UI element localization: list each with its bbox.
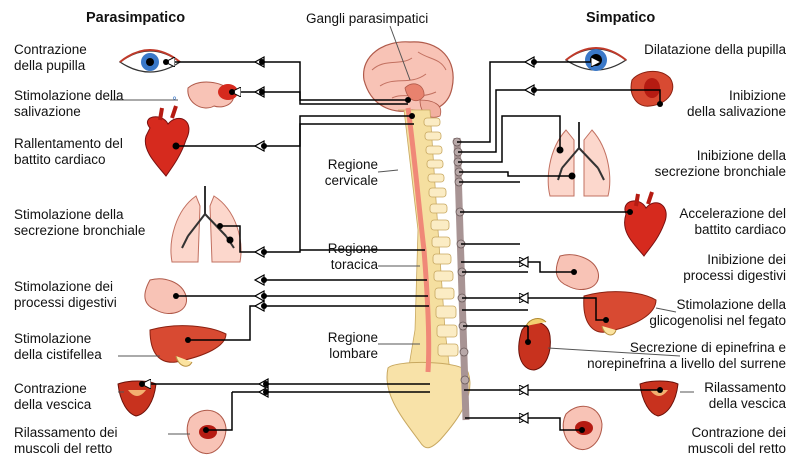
sympathetic-pathways bbox=[457, 62, 661, 431]
parasympathetic-nerve-dots bbox=[139, 59, 415, 433]
svg-text:°: ° bbox=[172, 96, 177, 107]
sympathetic-nerve-dots bbox=[525, 59, 663, 433]
left-stomach-illustration bbox=[144, 278, 187, 314]
left-bladder-illustration bbox=[117, 380, 157, 417]
sympathetic-ganglia bbox=[517, 55, 535, 425]
left-lungs-illustration bbox=[170, 186, 242, 263]
right-adrenal-kidney-illustration bbox=[518, 318, 551, 371]
right-heart-illustration bbox=[624, 191, 667, 257]
brain bbox=[363, 41, 454, 118]
parasympathetic-heading: Parasimpatico bbox=[86, 10, 186, 26]
parasympathetic-ganglia bbox=[253, 55, 269, 399]
left-heart-illustration bbox=[144, 105, 190, 177]
left-salivary-gland-illustration: ° bbox=[172, 81, 238, 109]
right-salivary-gland-illustration bbox=[630, 71, 674, 107]
parasympathetic-pathways bbox=[142, 62, 430, 431]
right-stomach-illustration bbox=[555, 254, 599, 290]
left-liver-illustration bbox=[149, 325, 227, 367]
right-liver-illustration bbox=[583, 291, 657, 336]
left-eye-illustration bbox=[118, 49, 182, 73]
ganglia-heading: Gangli parasimpatici bbox=[306, 11, 429, 26]
sympathetic-heading: Simpatico bbox=[586, 10, 656, 26]
right-lungs-illustration bbox=[547, 122, 611, 197]
right-bladder-illustration bbox=[639, 380, 679, 417]
label-leader-lines bbox=[110, 25, 694, 435]
right-eye-illustration bbox=[564, 47, 628, 71]
symp-effect-pupil-dilation: Dilatazione della pupilla bbox=[644, 42, 786, 57]
sacrum bbox=[386, 361, 471, 449]
